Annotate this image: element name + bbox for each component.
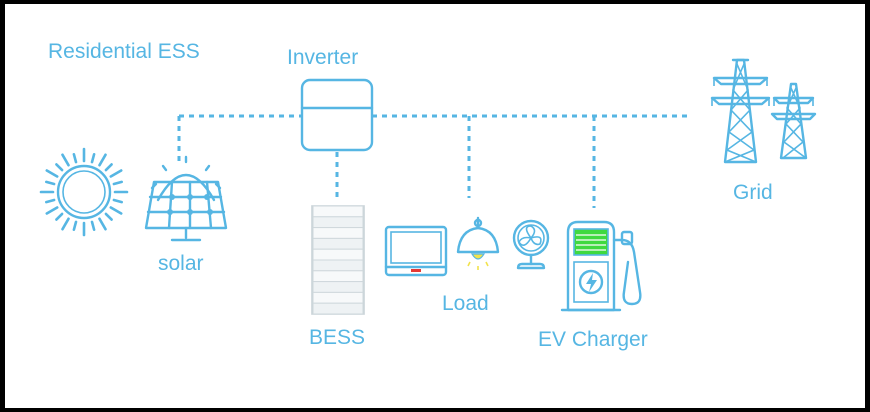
sun-ray (98, 217, 107, 231)
sun-ray (72, 220, 78, 232)
tower-large (710, 58, 771, 164)
sun-ray (112, 180, 124, 186)
grid-tower-icon (710, 58, 817, 164)
sun-icon (39, 147, 129, 237)
battery-module (312, 281, 364, 293)
sun-ray (45, 206, 59, 215)
battery-module (312, 248, 364, 261)
sun-ray (98, 153, 107, 167)
battery-module (312, 302, 364, 315)
battery-module (312, 270, 364, 283)
battery-module (312, 237, 364, 250)
lamp-icon (456, 216, 500, 270)
battery-module (312, 227, 364, 239)
sun-ray (44, 180, 56, 186)
connection-lines (177, 114, 690, 208)
sun-ray (55, 163, 64, 172)
battery-module (312, 205, 364, 218)
bess-label: BESS (309, 326, 365, 349)
sun-ray (104, 163, 113, 172)
lamp-bulb (470, 253, 486, 260)
inverter-icon (300, 78, 374, 152)
tower-small (770, 82, 817, 160)
ev-charger-label: EV Charger (538, 328, 648, 351)
sun-ray (90, 152, 96, 164)
ev-charger-icon (560, 220, 642, 312)
battery-module (312, 259, 364, 272)
solar-label: solar (158, 252, 204, 275)
diagram-title: Residential ESS (48, 40, 200, 63)
sun-ray (44, 198, 56, 204)
monitor-indicator (411, 269, 421, 272)
battery-module (312, 291, 364, 304)
grid-label: Grid (733, 181, 773, 204)
sun-ray (72, 152, 78, 164)
sun-ray (90, 220, 96, 232)
sun-ray (55, 212, 64, 221)
fan-icon (512, 219, 550, 270)
sun-ray (104, 212, 113, 221)
sun-ray (61, 217, 70, 231)
load-label: Load (442, 292, 489, 315)
sun-ray (109, 206, 123, 215)
lightning-icon (586, 273, 597, 292)
sun-ray (112, 198, 124, 204)
charge-level-display (573, 228, 609, 256)
monitor-icon (384, 225, 448, 277)
sun-ray (45, 169, 59, 178)
sun-ray (61, 153, 70, 167)
solar-panel-icon (144, 155, 228, 242)
inverter-label: Inverter (287, 46, 358, 69)
sun-ray (109, 169, 123, 178)
diagram-canvas (5, 4, 865, 408)
battery-rack-icon (311, 205, 365, 315)
battery-module (312, 216, 364, 229)
